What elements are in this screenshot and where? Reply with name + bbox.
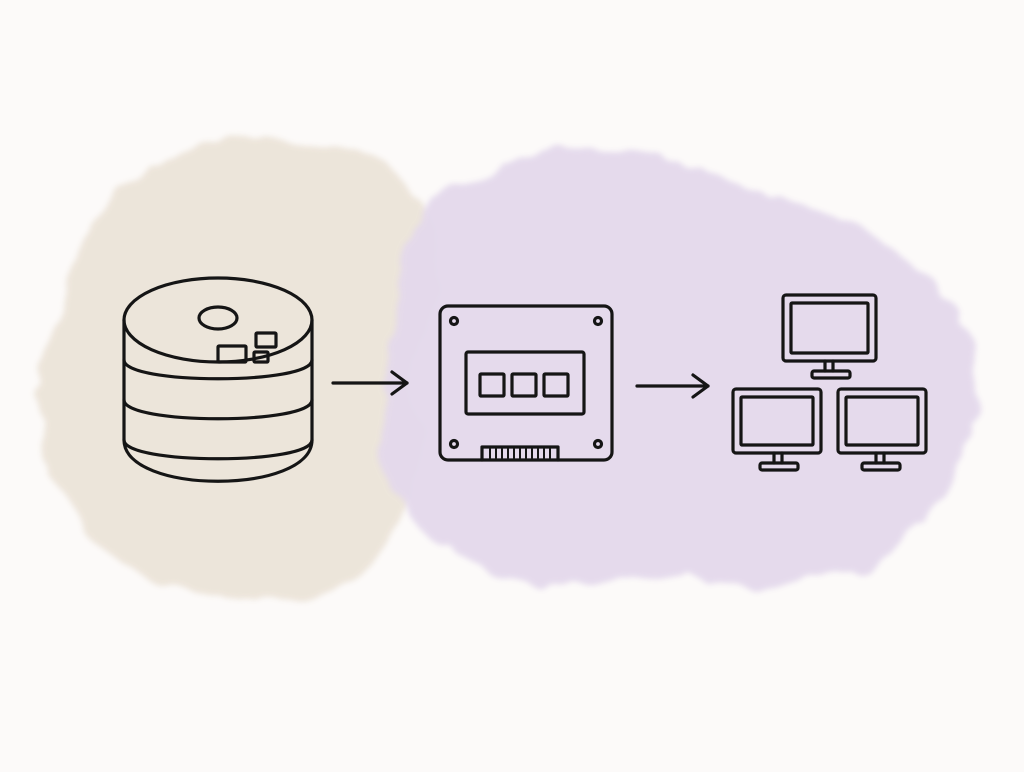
arrow-right-icon (635, 373, 710, 399)
memory-module-icon (438, 304, 614, 462)
monitor-top-icon (781, 293, 878, 380)
arrow-right-icon (331, 370, 409, 396)
monitor-right-icon (836, 387, 928, 472)
networked-computers-icon (731, 293, 928, 472)
database-stack-icon (122, 276, 314, 483)
storage-blob (41, 138, 437, 602)
monitor-left-icon (731, 387, 823, 472)
processing-blob (381, 148, 976, 588)
